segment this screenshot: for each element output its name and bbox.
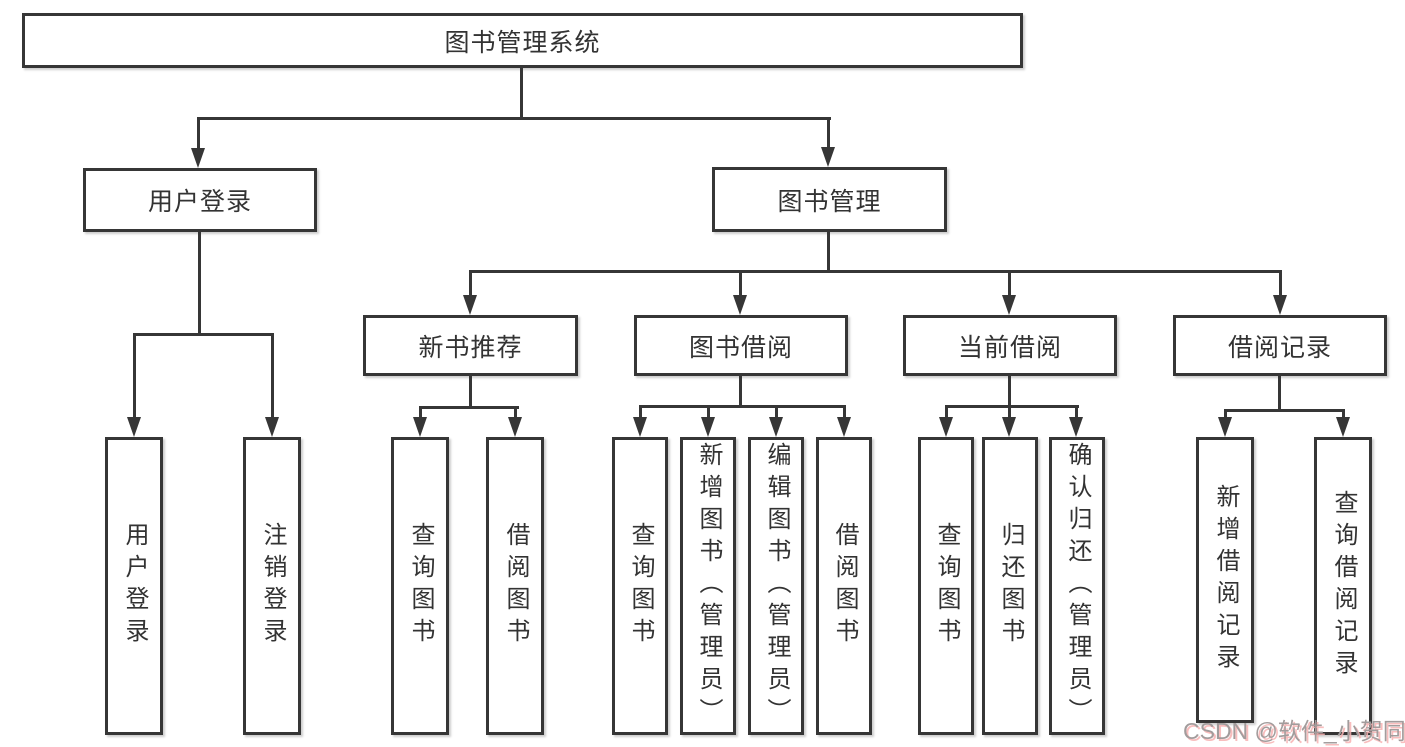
node-borrow-records-label: 借阅记录 — [1227, 333, 1332, 362]
connector-line — [639, 405, 642, 421]
leaf-query-borrow-record-label: 查询借阅记录 — [1330, 490, 1357, 682]
leaf-add-books-admin-label: 新增图书（管理员） — [695, 442, 722, 730]
arrow-down-icon — [733, 295, 747, 315]
leaf-add-borrow-record-label: 新增借阅记录 — [1212, 484, 1239, 676]
connector-line — [133, 333, 136, 419]
arrow-down-icon — [837, 417, 851, 437]
leaf-recommend-query-books: 查询图书 — [391, 437, 449, 735]
leaf-current-query-books-label: 查询图书 — [933, 522, 960, 650]
node-book-management-label: 图书管理 — [777, 187, 882, 216]
arrow-down-icon — [1273, 295, 1287, 315]
arrow-down-icon — [1218, 417, 1232, 437]
connector-line — [514, 406, 517, 421]
node-book-management: 图书管理 — [712, 167, 947, 232]
connector-line — [469, 376, 472, 409]
arrow-down-icon — [939, 417, 953, 437]
node-book-borrow: 图书借阅 — [634, 315, 848, 376]
connector-line — [1278, 376, 1281, 412]
node-user-login-label: 用户登录 — [147, 188, 252, 216]
connector-line — [198, 232, 201, 336]
node-library-system-label: 图书管理系统 — [444, 28, 601, 57]
node-borrow-records: 借阅记录 — [1173, 315, 1387, 376]
leaf-return-books-label: 归还图书 — [997, 522, 1024, 650]
leaf-user-login-label: 用户登录 — [121, 522, 148, 650]
connector-line — [1224, 409, 1227, 421]
node-new-book-recommend-label: 新书推荐 — [418, 333, 523, 362]
connector-line — [843, 405, 846, 421]
node-library-system: 图书管理系统 — [22, 13, 1023, 68]
connector-line — [1279, 270, 1282, 297]
leaf-confirm-return-admin: 确认归还（管理员） — [1049, 437, 1105, 735]
leaf-recommend-borrow-books-label: 借阅图书 — [502, 522, 529, 650]
arrow-down-icon — [191, 148, 205, 168]
node-current-borrow-label: 当前借阅 — [957, 333, 1062, 362]
connector-line — [707, 405, 710, 421]
leaf-current-query-books: 查询图书 — [918, 437, 974, 735]
connector-line — [945, 405, 948, 421]
leaf-borrow-query-books-label: 查询图书 — [627, 522, 654, 650]
connector-line — [520, 68, 523, 118]
connector-line — [775, 405, 778, 421]
connector-line — [197, 117, 831, 120]
node-book-borrow-label: 图书借阅 — [688, 333, 793, 362]
leaf-user-login: 用户登录 — [105, 437, 163, 735]
arrow-down-icon — [265, 417, 279, 437]
connector-line — [133, 333, 274, 336]
connector-line — [639, 405, 846, 408]
connector-line — [827, 117, 830, 149]
arrow-down-icon — [413, 417, 427, 437]
leaf-edit-books-admin: 编辑图书（管理员） — [748, 437, 804, 735]
csdn-watermark: CSDN @软件_小贺同学 — [1183, 718, 1405, 744]
connector-line — [945, 405, 1079, 408]
connector-line — [827, 232, 830, 273]
arrow-down-icon — [127, 417, 141, 437]
leaf-borrow-query-books: 查询图书 — [612, 437, 668, 735]
arrow-down-icon — [1336, 417, 1350, 437]
leaf-add-books-admin: 新增图书（管理员） — [680, 437, 736, 735]
node-current-borrow: 当前借阅 — [903, 315, 1117, 376]
connector-line — [419, 406, 422, 421]
arrow-down-icon — [633, 417, 647, 437]
connector-line — [1008, 270, 1011, 297]
arrow-down-icon — [1069, 417, 1083, 437]
arrow-down-icon — [508, 417, 522, 437]
node-new-book-recommend: 新书推荐 — [363, 315, 578, 376]
connector-line — [739, 270, 742, 297]
connector-line — [1075, 405, 1078, 421]
connector-line — [469, 270, 472, 297]
connector-line — [1008, 376, 1011, 408]
leaf-return-books: 归还图书 — [982, 437, 1038, 735]
leaf-recommend-query-books-label: 查询图书 — [407, 522, 434, 650]
leaf-borrow-books-label: 借阅图书 — [831, 522, 858, 650]
leaf-edit-books-admin-label: 编辑图书（管理员） — [763, 442, 790, 730]
arrow-down-icon — [769, 417, 783, 437]
arrow-down-icon — [701, 417, 715, 437]
leaf-add-borrow-record: 新增借阅记录 — [1196, 437, 1254, 723]
leaf-recommend-borrow-books: 借阅图书 — [486, 437, 544, 735]
connector-line — [197, 117, 200, 150]
connector-line — [1224, 409, 1345, 412]
arrow-down-icon — [821, 147, 835, 167]
arrow-down-icon — [1002, 417, 1016, 437]
connector-line — [271, 333, 274, 419]
connector-line — [1342, 409, 1345, 421]
arrow-down-icon — [1002, 295, 1016, 315]
connector-line — [469, 270, 1282, 273]
node-user-login: 用户登录 — [83, 168, 317, 232]
leaf-borrow-books: 借阅图书 — [816, 437, 872, 735]
arrow-down-icon — [463, 295, 477, 315]
leaf-logout-label: 注销登录 — [259, 522, 286, 650]
connector-line — [1008, 405, 1011, 421]
connector-line — [739, 376, 742, 408]
leaf-logout: 注销登录 — [243, 437, 301, 735]
leaf-confirm-return-admin-label: 确认归还（管理员） — [1064, 442, 1091, 730]
connector-line — [419, 406, 519, 409]
leaf-query-borrow-record: 查询借阅记录 — [1314, 437, 1372, 735]
